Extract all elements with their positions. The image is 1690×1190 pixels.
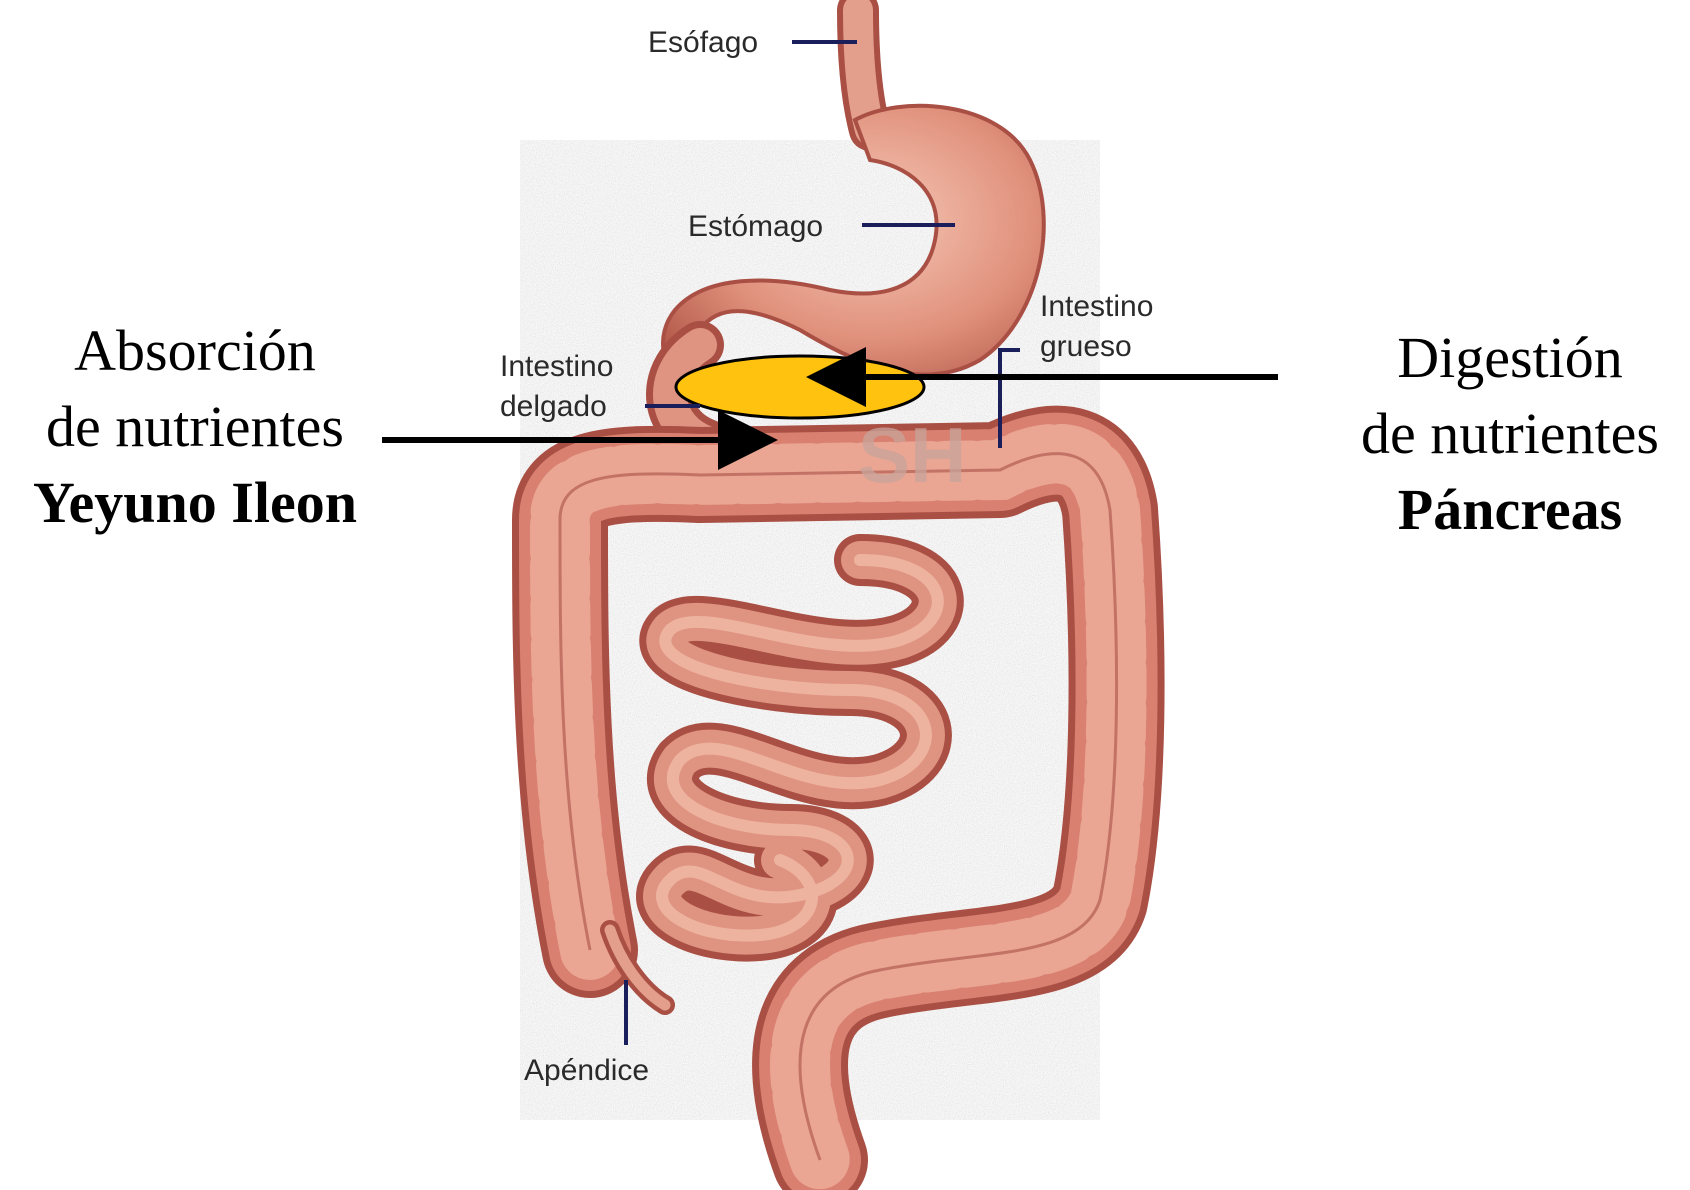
right-annotation-line1: Digestión: [1340, 320, 1680, 396]
label-intestino-delgado-line2: delgado: [500, 390, 607, 423]
right-annotation-line3: Páncreas: [1340, 472, 1680, 548]
pancreas-marker: [676, 356, 924, 418]
label-intestino-grueso-line1: Intestino: [1040, 290, 1153, 323]
label-apendice: Apéndice: [524, 1054, 649, 1087]
left-annotation-line2: de nutrientes: [10, 389, 380, 465]
label-intestino-delgado-line1: Intestino: [500, 350, 613, 383]
label-estomago: Estómago: [688, 210, 823, 243]
right-annotation: Digestión de nutrientes Páncreas: [1340, 320, 1680, 548]
watermark-logo: SH: [858, 411, 966, 499]
label-intestino-grueso-line2: grueso: [1040, 330, 1132, 363]
left-annotation-line1: Absorción: [10, 313, 380, 389]
left-annotation: Absorción de nutrientes Yeyuno Ileon: [10, 313, 380, 541]
left-annotation-line3: Yeyuno Ileon: [10, 465, 380, 541]
right-annotation-line2: de nutrientes: [1340, 396, 1680, 472]
label-esofago: Esófago: [648, 26, 758, 59]
